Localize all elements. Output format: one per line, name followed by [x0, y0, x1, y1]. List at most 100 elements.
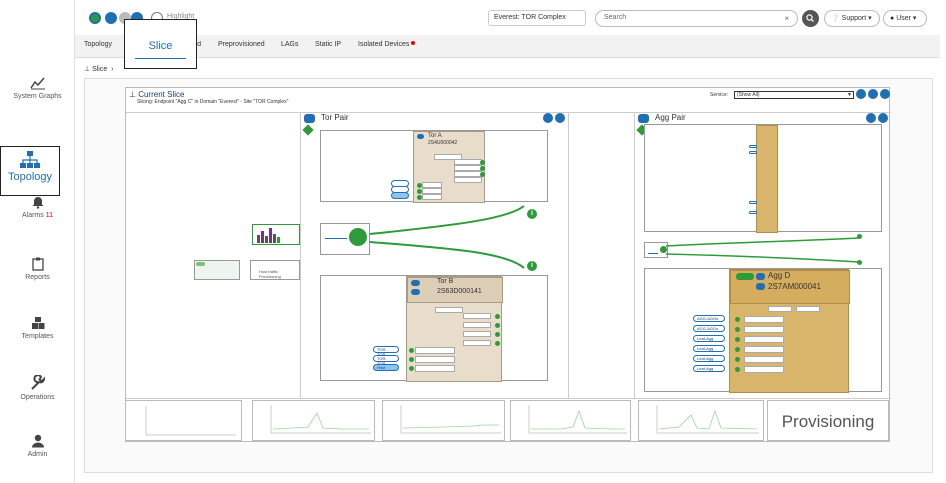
leaf-tag[interactable]: Leaf-Agg: [693, 355, 725, 362]
tor-b-info-icon[interactable]: i: [527, 261, 537, 271]
save-button[interactable]: [868, 89, 878, 99]
lag-tag[interactable]: [749, 145, 757, 148]
search-button[interactable]: [802, 10, 819, 27]
agg-link-node[interactable]: [644, 242, 668, 258]
port-status-dot: [735, 327, 740, 332]
tab-lags[interactable]: LAGs: [281, 41, 299, 48]
leaf-tag[interactable]: Leaf-Agg: [693, 365, 725, 372]
port[interactable]: [415, 365, 455, 372]
port[interactable]: [454, 177, 482, 183]
sidebar-item-admin[interactable]: Admin: [0, 434, 75, 458]
port[interactable]: [744, 366, 784, 373]
tor-pair-edit-button[interactable]: [555, 113, 565, 123]
host-tag[interactable]: [391, 192, 409, 199]
port[interactable]: [744, 326, 784, 333]
agg-pair-edit-button[interactable]: [878, 113, 888, 123]
lag-tag[interactable]: [749, 201, 757, 204]
tor-a-info-icon[interactable]: i: [527, 209, 537, 219]
sidebar-item-operations[interactable]: Operations: [0, 375, 75, 401]
service-select-value: (Show All): [737, 92, 760, 98]
lag-tag[interactable]: TOR-TOR: [373, 355, 399, 366]
lag-tag[interactable]: [749, 211, 757, 214]
provisioning-panel[interactable]: Provisioning: [767, 400, 889, 441]
lag-tag[interactable]: [749, 151, 757, 154]
line-chart-icon: [29, 77, 45, 90]
port[interactable]: [463, 313, 491, 319]
traffic-chart-card[interactable]: [382, 400, 505, 441]
alert-dot: [411, 41, 416, 45]
traffic-chart-card[interactable]: [125, 400, 242, 441]
port[interactable]: [415, 347, 455, 354]
pin-button[interactable]: [880, 89, 890, 99]
lag-tag[interactable]: TOR-TOR: [373, 346, 399, 357]
support-dropdown[interactable]: ❔ Support ▾: [824, 10, 880, 27]
tor-link-node[interactable]: [320, 223, 370, 255]
clipboard-icon: [31, 257, 44, 271]
cubes-icon: [31, 317, 44, 329]
service-label: Service:: [710, 92, 729, 98]
column-divider: [634, 112, 635, 398]
chevron-down-icon: ▾: [912, 15, 917, 22]
port[interactable]: [744, 356, 784, 363]
host-node[interactable]: [194, 260, 240, 280]
tab-isolated-devices[interactable]: Isolated Devices: [358, 41, 416, 48]
tab-topology[interactable]: Topology: [84, 41, 113, 48]
history-button[interactable]: [856, 89, 866, 99]
share-icon[interactable]: [105, 12, 117, 24]
port[interactable]: [796, 306, 820, 312]
tor-a-device[interactable]: Tor A 2S4U000042: [413, 131, 485, 203]
chevron-down-icon: ▾: [868, 15, 872, 22]
port[interactable]: [435, 307, 463, 313]
sidebar-item-reports[interactable]: Reports: [0, 257, 75, 281]
service-select[interactable]: (Show All)▼: [734, 91, 854, 99]
clear-icon[interactable]: ×: [784, 14, 789, 23]
host-tag[interactable]: Host: [373, 364, 399, 371]
port[interactable]: [463, 340, 491, 346]
search-icon: [806, 14, 814, 22]
traffic-chart-card[interactable]: [638, 400, 764, 441]
tab-static-ip[interactable]: Static IP: [315, 41, 342, 48]
sidebar-item-templates[interactable]: Templates: [0, 316, 75, 340]
traffic-chart-card[interactable]: [252, 400, 375, 441]
sidebar-item-label: Admin: [27, 451, 48, 458]
tab-preprovisioned[interactable]: Preprovisioned: [218, 41, 265, 48]
port[interactable]: [422, 194, 442, 200]
lag-tag[interactable]: AGG-AGGs: [693, 325, 725, 332]
tab-slice[interactable]: Slice: [124, 19, 197, 69]
host-provisioning-node[interactable]: Host traffic Provisioning: [250, 260, 300, 280]
port[interactable]: [744, 346, 784, 353]
port[interactable]: [422, 188, 442, 194]
port[interactable]: [463, 331, 491, 337]
status-icon[interactable]: [89, 12, 101, 24]
port[interactable]: [768, 306, 792, 312]
port[interactable]: [422, 182, 442, 188]
traffic-chart-card[interactable]: [510, 400, 631, 441]
search-input[interactable]: Search ×: [595, 10, 798, 27]
port[interactable]: [415, 356, 455, 363]
sidebar-item-topology[interactable]: Topology: [0, 146, 60, 196]
agg-pair-delete-button[interactable]: [866, 113, 876, 123]
leaf-tag[interactable]: Leaf-Agg: [693, 335, 725, 342]
user-dropdown[interactable]: ● User ▾: [883, 10, 927, 27]
port-status-dot: [735, 337, 740, 342]
agg-c-device[interactable]: [756, 125, 778, 233]
agg-d-device[interactable]: Agg D 2S7AM000041: [729, 269, 850, 393]
port-status-dot: [735, 317, 740, 322]
port[interactable]: [744, 336, 784, 343]
port[interactable]: [434, 154, 462, 160]
breadcrumb-slice[interactable]: Slice: [92, 66, 108, 73]
tor-link-status-icon: [349, 228, 367, 246]
port[interactable]: [463, 322, 491, 328]
tor-pair-delete-button[interactable]: [543, 113, 553, 123]
domain-selector[interactable]: Everest: TOR Complex: [488, 10, 586, 26]
sidebar-item-label: Templates: [21, 333, 54, 340]
port[interactable]: [744, 316, 784, 323]
tor-b-device[interactable]: Tor B 2S63D000141: [406, 276, 503, 382]
leaf-tag[interactable]: Leaf-Agg: [693, 345, 725, 352]
user-icon: [31, 434, 44, 448]
lag-tag[interactable]: AGG-AGGs: [693, 315, 725, 322]
sidebar-item-system-graphs[interactable]: System Graphs: [0, 76, 75, 100]
tor-b-header: [407, 277, 503, 303]
